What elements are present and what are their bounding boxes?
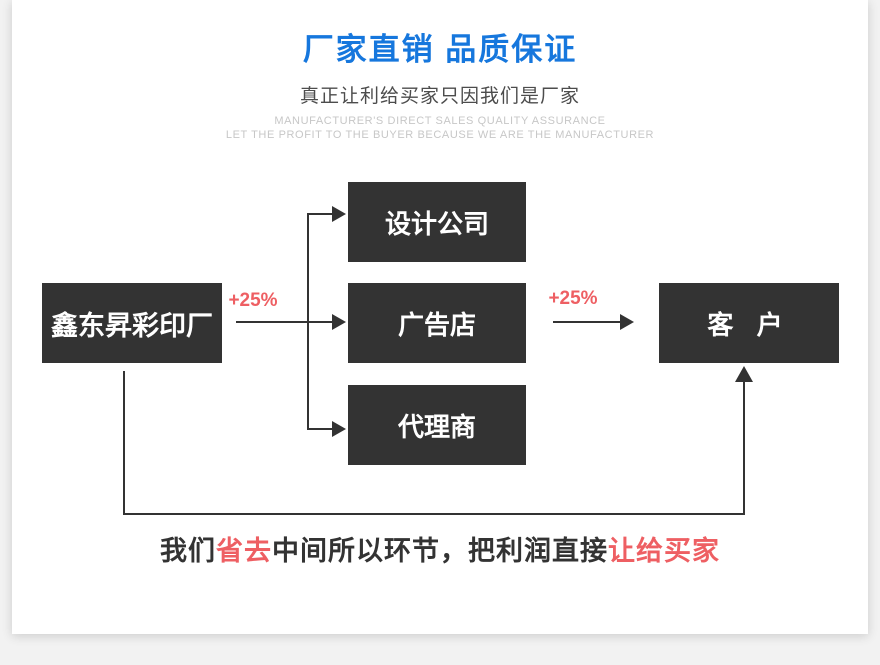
node-ad-shop: 广告店 [348,283,526,363]
connector-branch-vertical [307,213,309,429]
banner-title: 厂家直销 品质保证 [302,32,578,67]
node-agent: 代理商 [348,385,526,465]
slogan-segment-emphasis: 省去 [216,536,272,566]
promo-banner-section: 厂家直销 品质保证 真正让利给买家只因我们是厂家 MANUFACTURER'S … [12,0,868,634]
node-factory: 鑫东昇彩印厂 [42,283,222,363]
arrowhead-to-agent-icon [332,421,346,437]
slogan-segment: 中间所以环节，把利润直接 [272,536,608,566]
markup-label-right: +25% [548,288,598,309]
arrowhead-to-customer-icon [620,314,634,330]
connector-branch-bottom [307,428,332,430]
connector-direct-left-vertical [123,371,125,515]
connector-direct-right-vertical [743,382,745,515]
arrowhead-to-ad-shop-icon [332,314,346,330]
markup-label-left: +25% [228,290,278,311]
connector-channels-to-customer [553,321,620,323]
node-customer: 客 户 [659,283,839,363]
connector-branch-top [307,213,332,215]
bottom-slogan: 我们省去中间所以环节，把利润直接让给买家 [12,529,868,568]
node-design-company: 设计公司 [348,182,526,262]
slogan-segment-emphasis: 让给买家 [608,536,720,566]
banner-subtitle: 真正让利给买家只因我们是厂家 [299,86,580,107]
slogan-segment: 我们 [160,536,216,566]
connector-factory-to-channels [236,321,332,323]
banner-caption-en-2: LET THE PROFIT TO THE BUYER BECAUSE WE A… [225,128,655,141]
banner-caption-en-1: MANUFACTURER'S DIRECT SALES QUALITY ASSU… [274,115,606,127]
connector-direct-bottom [123,513,745,515]
banner-header: 厂家直销 品质保证 真正让利给买家只因我们是厂家 MANUFACTURER'S … [12,0,868,142]
arrowhead-to-design-company-icon [332,206,346,222]
arrowhead-up-to-customer-icon [735,366,753,382]
